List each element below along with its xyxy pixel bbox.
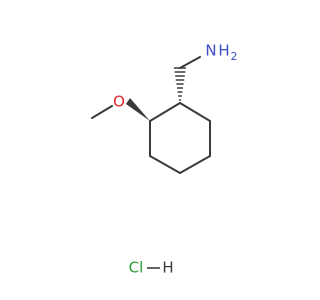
amine-group: N H 2 (205, 42, 237, 64)
solid-wedge-bond (126, 98, 150, 121)
hydrogen-label: H (162, 259, 173, 277)
cyclohexane-ring (149, 102, 211, 174)
oxygen-label: O (113, 93, 125, 111)
amine-hydrogen-subscript: 2 (231, 50, 238, 63)
ring-bond-c4-c5 (179, 155, 211, 174)
nitrogen-label: N (205, 42, 216, 60)
chlorine-label: Cl (129, 259, 144, 277)
ring-bond-c6-c1 (179, 102, 211, 122)
o-methyl-bond (91, 105, 113, 119)
hydrochloride-salt: Cl H (129, 259, 174, 277)
hashed-wedge-bond (173, 67, 187, 101)
ring-bond-c1-c2 (149, 102, 181, 122)
amine-hydrogen-label: H (218, 42, 229, 60)
molecule-drawing: N H 2 O Cl H (91, 42, 238, 277)
ch2-n-bond (179, 56, 201, 69)
structure-canvas: N H 2 O Cl H (91, 42, 238, 277)
ring-bond-c3-c4 (149, 155, 181, 174)
